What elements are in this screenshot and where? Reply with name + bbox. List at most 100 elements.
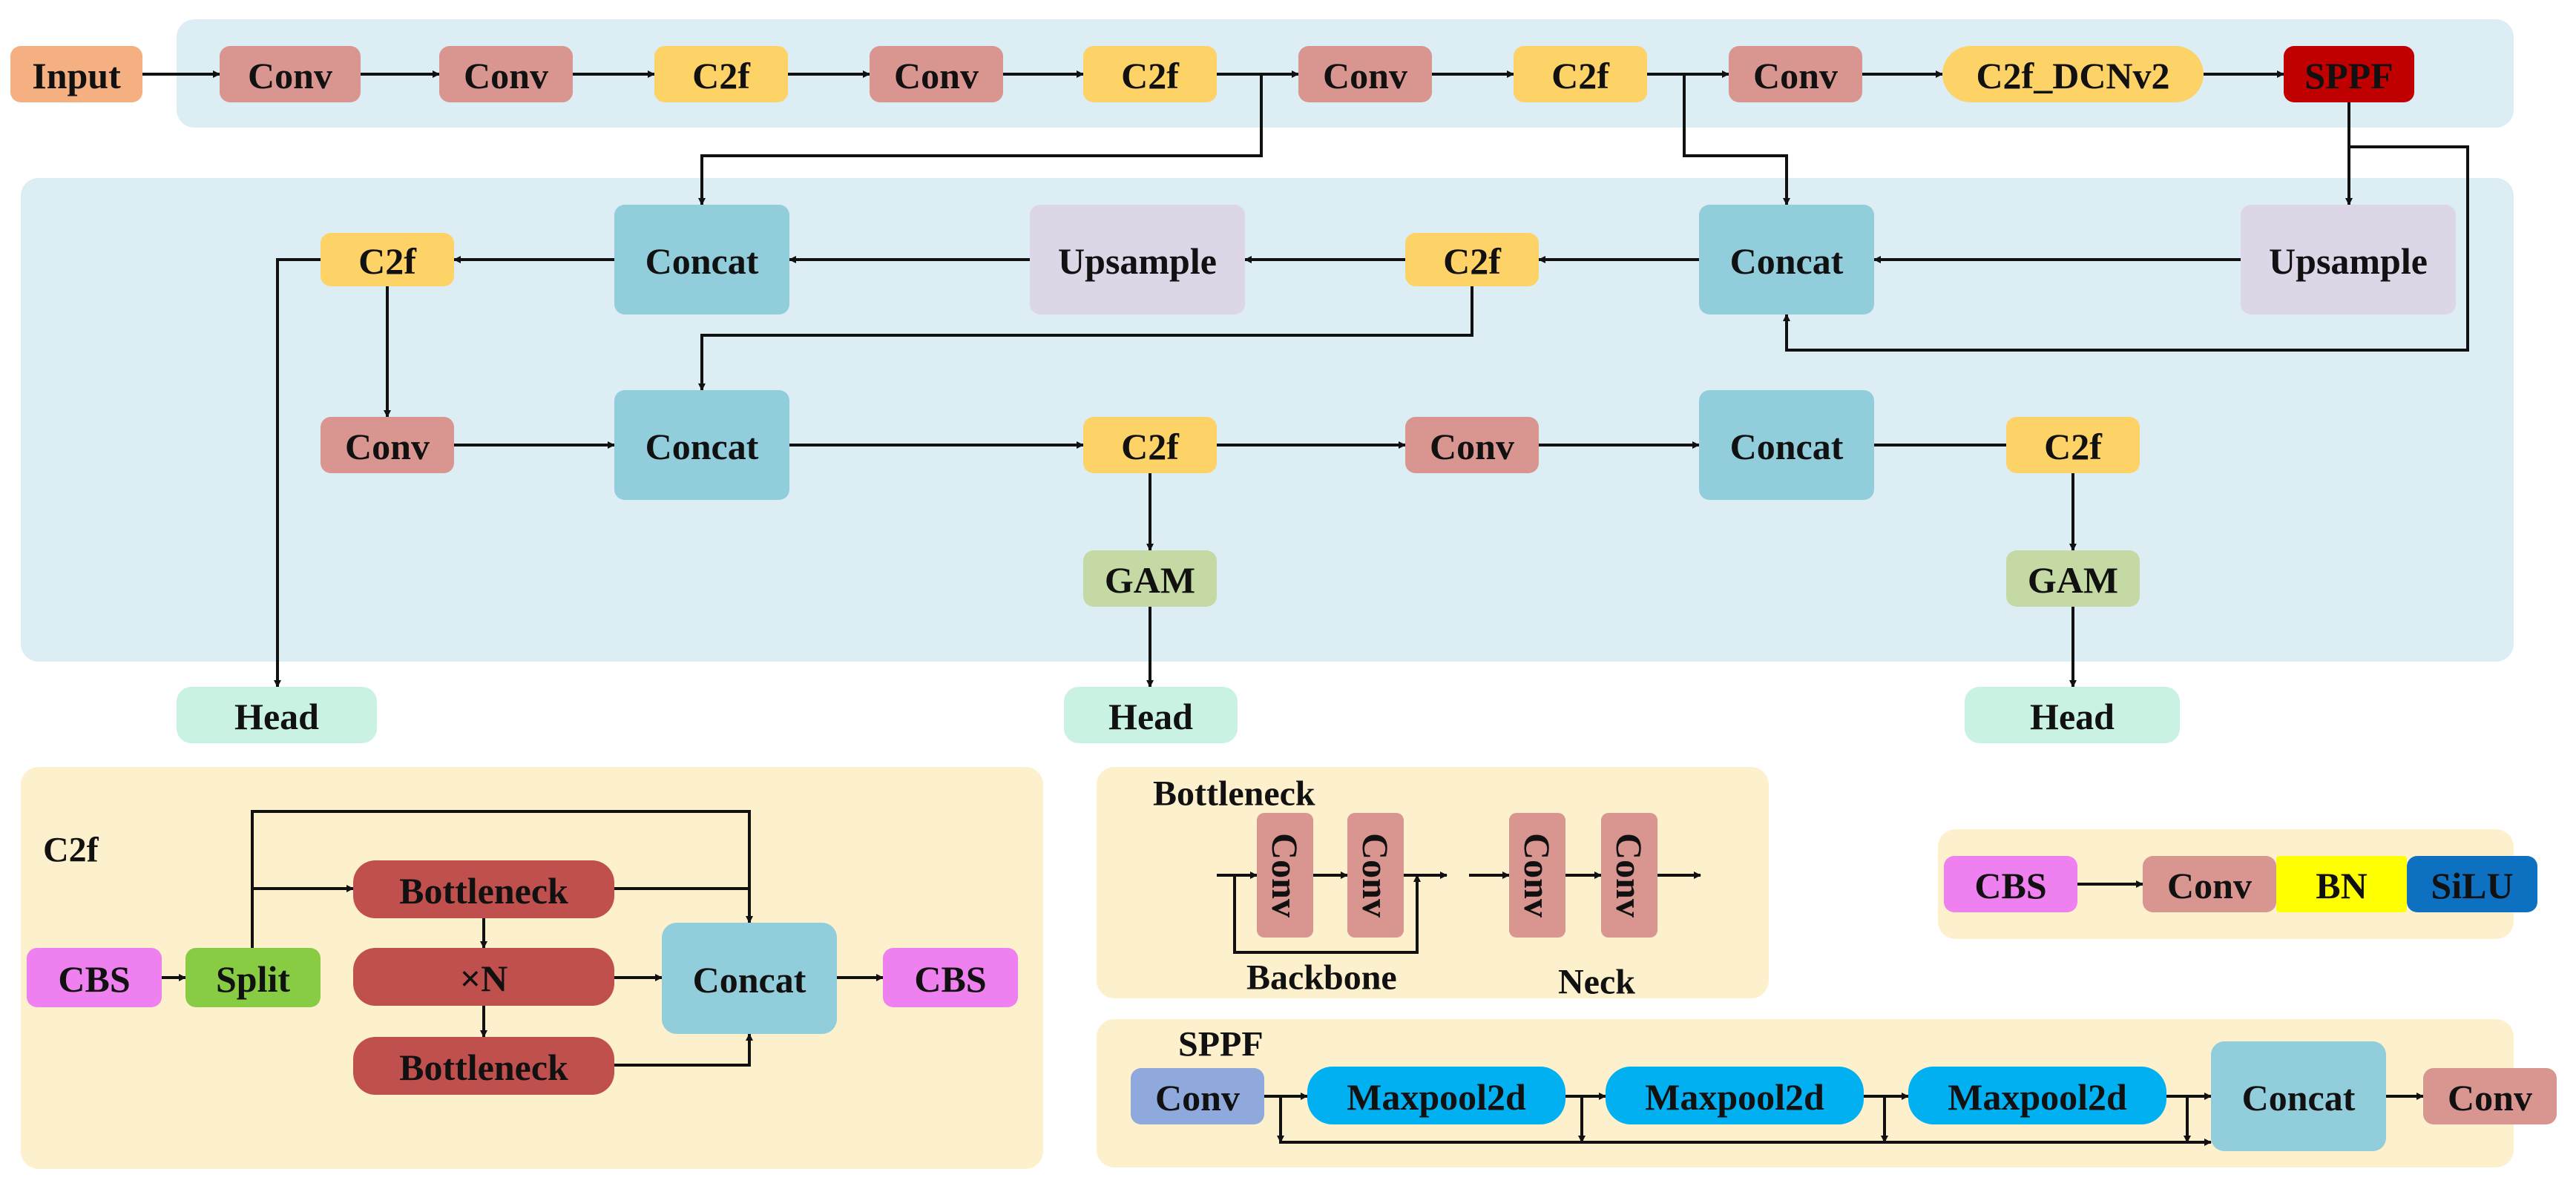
neck-c2f-left bbox=[321, 233, 454, 286]
bn-bb-skip bbox=[1233, 874, 1421, 954]
backbone-c2f-3-label: C2f bbox=[1551, 55, 1610, 96]
neck-upsample-2-label: Upsample bbox=[2269, 240, 2428, 282]
cbs-legend-cbs bbox=[1944, 856, 2077, 912]
neck-c2f-p4-label: C2f bbox=[1121, 426, 1180, 467]
cbs-legend-bn-label: BN bbox=[2316, 865, 2367, 906]
neck-concat-3-label: Concat bbox=[645, 426, 759, 467]
head-medium bbox=[1064, 687, 1238, 743]
backbone-c2f-dcnv2 bbox=[1942, 46, 2204, 102]
cbs-legend-conv bbox=[2143, 856, 2276, 912]
flow-c2f2-concat1 bbox=[698, 73, 1263, 205]
neck-c2f-p4 bbox=[1083, 417, 1217, 473]
head-medium-label: Head bbox=[1108, 696, 1193, 737]
neck-concat-2-label: Concat bbox=[1730, 240, 1844, 282]
flow-c2f3-concat2 bbox=[1647, 73, 1790, 205]
input-node-label: Input bbox=[32, 55, 121, 96]
c2f-flow-b1-concat bbox=[614, 887, 751, 923]
sppf-legend-conv-out-label: Conv bbox=[2448, 1077, 2532, 1119]
neck-concat-1-label: Concat bbox=[645, 240, 759, 282]
backbone-sppf-label: SPPF bbox=[2304, 55, 2393, 96]
c2f-legend-split bbox=[185, 948, 321, 1007]
c2f-legend-bottleneck-2-label: Bottleneck bbox=[399, 1047, 568, 1088]
neck-upsample-1 bbox=[1030, 205, 1245, 314]
c2f-legend-split-label: Split bbox=[216, 958, 290, 1000]
sppf-legend-concat bbox=[2211, 1041, 2386, 1151]
bottleneck-neck-conv-1 bbox=[1509, 813, 1565, 938]
sppf-legend-maxpool-3 bbox=[1908, 1067, 2166, 1124]
sppf-legend-maxpool-2 bbox=[1606, 1067, 1864, 1124]
flow-c2fleft-head bbox=[274, 258, 321, 688]
head-small bbox=[177, 687, 377, 743]
c2f-legend-cbs-in bbox=[27, 948, 162, 1007]
c2f-flow-split-top bbox=[251, 810, 753, 948]
neck-c2f-mid-label: C2f bbox=[1443, 240, 1502, 282]
flow-c2fmid-concat3 bbox=[698, 286, 1473, 391]
bottleneck-backbone-conv-1-label: Conv bbox=[1264, 833, 1306, 917]
backbone-conv-3 bbox=[870, 46, 1003, 102]
backbone-c2f-2 bbox=[1083, 46, 1217, 102]
backbone-conv-1 bbox=[220, 46, 361, 102]
cbs-legend-cbs-label: CBS bbox=[1974, 865, 2046, 906]
sppf-legend-conv-in-label: Conv bbox=[1155, 1077, 1240, 1119]
sppf-legend-maxpool-2-label: Maxpool2d bbox=[1645, 1076, 1824, 1118]
backbone-conv-4-label: Conv bbox=[1323, 55, 1407, 96]
backbone-conv-5 bbox=[1729, 46, 1862, 102]
neck-conv-mid bbox=[1405, 417, 1539, 473]
backbone-c2f-dcnv2-label: C2f_DCNv2 bbox=[1976, 55, 2169, 96]
gam-p4-label: GAM bbox=[1105, 559, 1195, 601]
c2f-legend-bottleneck-1-label: Bottleneck bbox=[399, 870, 568, 912]
bottleneck-legend-title: Bottleneck bbox=[1153, 774, 1315, 814]
neck-conv-mid-label: Conv bbox=[1430, 426, 1514, 467]
neck-conv-left-label: Conv bbox=[345, 426, 430, 467]
input-node bbox=[10, 46, 142, 102]
cbs-legend-conv-label: Conv bbox=[2167, 865, 2252, 906]
neck-concat-2 bbox=[1699, 205, 1874, 314]
c2f-legend-bottleneck-1 bbox=[353, 860, 614, 918]
cbs-legend-bn bbox=[2276, 856, 2407, 912]
flow-sppf-skip bbox=[1783, 145, 2469, 352]
bottleneck-backbone-conv-2 bbox=[1347, 813, 1404, 938]
head-small-label: Head bbox=[234, 696, 319, 737]
neck-upsample-2 bbox=[2241, 205, 2456, 314]
backbone-sppf bbox=[2284, 46, 2414, 102]
neck-concat-4-label: Concat bbox=[1730, 426, 1844, 467]
bottleneck-neck-conv-2 bbox=[1601, 813, 1657, 938]
sppf-legend-maxpool-1-label: Maxpool2d bbox=[1347, 1076, 1526, 1118]
backbone-c2f-1-label: C2f bbox=[692, 55, 751, 96]
gam-p4 bbox=[1083, 550, 1217, 607]
backbone-c2f-1 bbox=[654, 46, 788, 102]
neck-c2f-p5 bbox=[2006, 417, 2140, 473]
c2f-legend-concat-label: Concat bbox=[693, 959, 806, 1001]
backbone-c2f-3 bbox=[1514, 46, 1647, 102]
c2f-legend-bottleneck-2 bbox=[353, 1037, 614, 1095]
c2f-legend-title: C2f bbox=[43, 831, 99, 870]
backbone-conv-4 bbox=[1298, 46, 1432, 102]
c2f-legend-cbs-out-label: CBS bbox=[914, 958, 986, 1000]
backbone-conv-2 bbox=[439, 46, 573, 102]
backbone-conv-3-label: Conv bbox=[894, 55, 979, 96]
sppf-legend-title: SPPF bbox=[1178, 1025, 1264, 1064]
neck-c2f-p5-label: C2f bbox=[2044, 426, 2103, 467]
cbs-legend-silu-label: SiLU bbox=[2431, 865, 2513, 906]
gam-p5-label: GAM bbox=[2028, 559, 2118, 601]
sppf-legend-maxpool-1 bbox=[1307, 1067, 1565, 1124]
neck-conv-left bbox=[321, 417, 454, 473]
backbone-c2f-2-label: C2f bbox=[1121, 55, 1180, 96]
bottleneck-neck-label: Neck bbox=[1558, 963, 1635, 1002]
sppf-legend-concat-label: Concat bbox=[2242, 1077, 2356, 1119]
bottleneck-backbone-conv-1 bbox=[1257, 813, 1313, 938]
neck-concat-4 bbox=[1699, 390, 1874, 500]
c2f-legend-times-n-label: ×N bbox=[460, 958, 508, 999]
head-large-label: Head bbox=[2030, 696, 2115, 737]
neck-c2f-mid bbox=[1405, 233, 1539, 286]
c2f-flow-b2-concat bbox=[614, 1033, 753, 1067]
sppf-legend-conv-in bbox=[1131, 1068, 1264, 1124]
neck-upsample-1-label: Upsample bbox=[1058, 240, 1217, 282]
c2f-legend-times-n bbox=[353, 948, 614, 1006]
bottleneck-neck-conv-1-label: Conv bbox=[1517, 833, 1558, 917]
sppf-legend-conv-out bbox=[2423, 1068, 2557, 1124]
sppf-legend-maxpool-3-label: Maxpool2d bbox=[1948, 1076, 2127, 1118]
c2f-legend-concat bbox=[662, 923, 837, 1034]
bottleneck-neck-conv-2-label: Conv bbox=[1609, 833, 1650, 917]
